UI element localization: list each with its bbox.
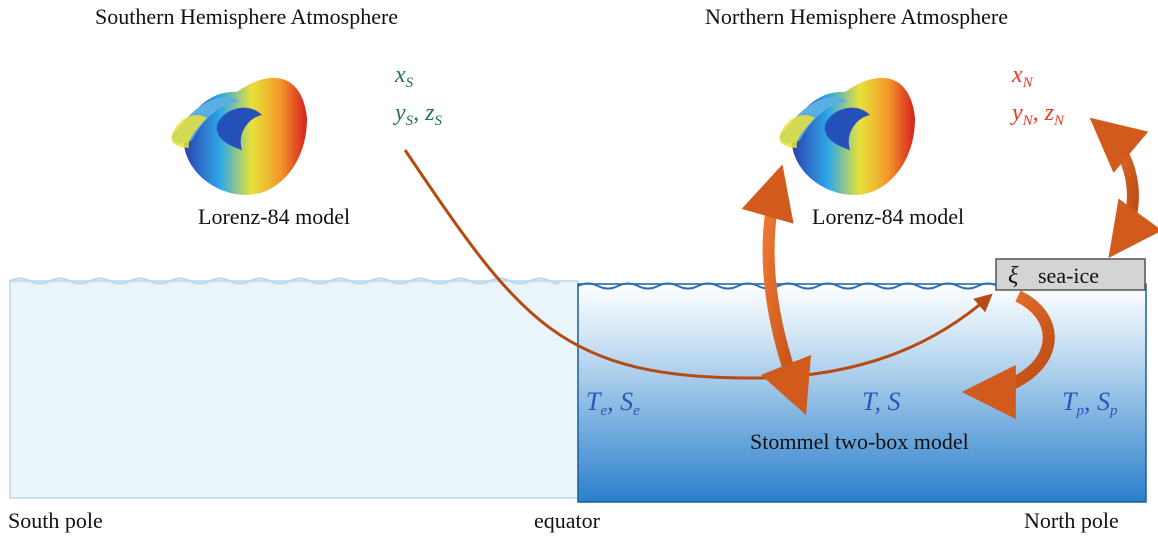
south-ocean-box	[9, 280, 579, 499]
equator-label: equator	[534, 508, 601, 533]
north-pole-label: North pole	[1024, 508, 1119, 533]
south-ocean-wave	[9, 277, 560, 285]
north-variables: xN yN, zN	[1010, 62, 1065, 129]
south-atmosphere-title: Southern Hemisphere Atmosphere	[95, 4, 398, 29]
sea-ice-symbol: ξ	[1008, 263, 1019, 289]
south-to-sea-ice-arrow	[403, 149, 993, 380]
north-lorenz-attractor	[779, 77, 915, 195]
north-ocean-box	[577, 283, 1147, 503]
south-pole-label: South pole	[8, 508, 103, 533]
sea-ice-box	[995, 258, 1146, 291]
north-model-label: Lorenz-84 model	[812, 204, 964, 229]
north-atmosphere-title: Northern Hemisphere Atmosphere	[705, 4, 1008, 29]
sea-ice-label: sea-ice	[1038, 263, 1099, 288]
ocean-model-label: Stommel two-box model	[750, 429, 969, 454]
polar-box-variables: Tp, Sp	[1062, 387, 1118, 419]
sea-ice-to-ocean-arrow	[961, 290, 1055, 419]
middle-variables: T, S	[862, 387, 901, 416]
south-model-label: Lorenz-84 model	[198, 204, 350, 229]
equator-box-variables: Te, Se	[586, 387, 640, 419]
south-variables: xS yS, zS	[393, 62, 443, 129]
north-vars-sea-ice-arrow	[1089, 117, 1158, 259]
south-lorenz-attractor	[171, 77, 307, 195]
north-atmosphere-ocean-arrow	[741, 164, 812, 416]
